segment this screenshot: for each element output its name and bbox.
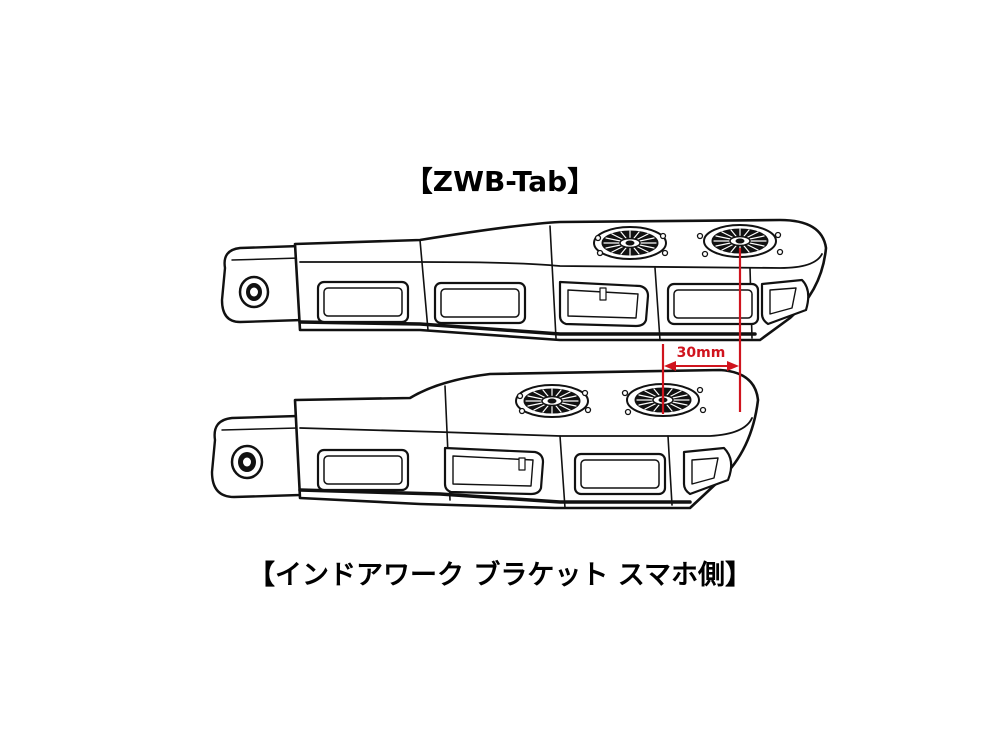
indoor-work-bracket [210,368,760,510]
dimension-arrow-right [727,361,739,371]
offset-dimension: 30mm [661,248,742,414]
zwb-tab-bracket [220,218,828,342]
zwb-tab-title: 【ZWB-Tab】 [404,165,596,198]
dimension-label: 30mm [677,345,726,361]
indoor-work-bracket-title: 【インドアワーク ブラケット スマホ側】 [248,560,752,591]
dimension-arrow-left [664,361,676,371]
